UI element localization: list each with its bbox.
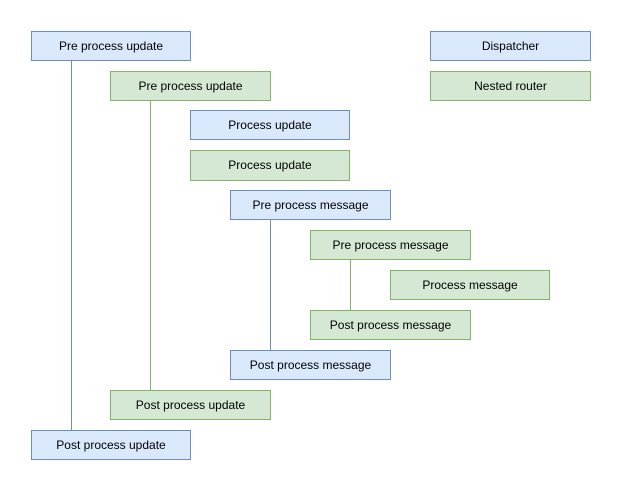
connector-update-span-outer[interactable] bbox=[71, 61, 72, 430]
node-process-update-outer[interactable]: Process update bbox=[190, 110, 350, 140]
node-label-process-update-outer: Process update bbox=[228, 117, 312, 132]
node-label-dispatcher: Dispatcher bbox=[481, 38, 540, 53]
node-label-post-process-message-outer: Post process message bbox=[249, 357, 372, 372]
node-post-process-message-outer[interactable]: Post process message bbox=[230, 350, 391, 380]
node-pre-process-update-outer[interactable]: Pre process update bbox=[31, 31, 191, 61]
connector-update-span-nested[interactable] bbox=[150, 101, 151, 390]
node-pre-process-update-nested[interactable]: Pre process update bbox=[110, 71, 271, 101]
node-process-message[interactable]: Process message bbox=[390, 270, 550, 300]
node-pre-process-message-outer[interactable]: Pre process message bbox=[230, 190, 391, 220]
node-dispatcher[interactable]: Dispatcher bbox=[430, 31, 591, 61]
node-label-post-process-update-outer: Post process update bbox=[56, 437, 166, 452]
connector-message-span-nested[interactable] bbox=[350, 260, 351, 310]
node-label-process-update-nested: Process update bbox=[228, 158, 312, 173]
node-pre-process-message-nested[interactable]: Pre process message bbox=[310, 230, 471, 260]
connector-message-span-outer[interactable] bbox=[270, 220, 271, 350]
node-label-post-process-message-nested: Post process message bbox=[329, 317, 452, 332]
node-post-process-message-nested[interactable]: Post process message bbox=[310, 310, 471, 340]
node-label-pre-process-update-outer: Pre process update bbox=[58, 38, 164, 53]
node-label-post-process-update-nested: Post process update bbox=[135, 397, 246, 412]
node-post-process-update-nested[interactable]: Post process update bbox=[110, 390, 271, 420]
node-label-pre-process-message-nested: Pre process message bbox=[332, 237, 449, 252]
node-process-update-nested[interactable]: Process update bbox=[190, 150, 350, 181]
node-nested-router[interactable]: Nested router bbox=[430, 71, 591, 101]
node-label-pre-process-message-outer: Pre process message bbox=[252, 197, 369, 212]
node-post-process-update-outer[interactable]: Post process update bbox=[31, 430, 191, 460]
node-label-process-message: Process message bbox=[422, 277, 518, 292]
node-label-pre-process-update-nested: Pre process update bbox=[138, 78, 243, 93]
node-label-nested-router: Nested router bbox=[474, 78, 547, 93]
